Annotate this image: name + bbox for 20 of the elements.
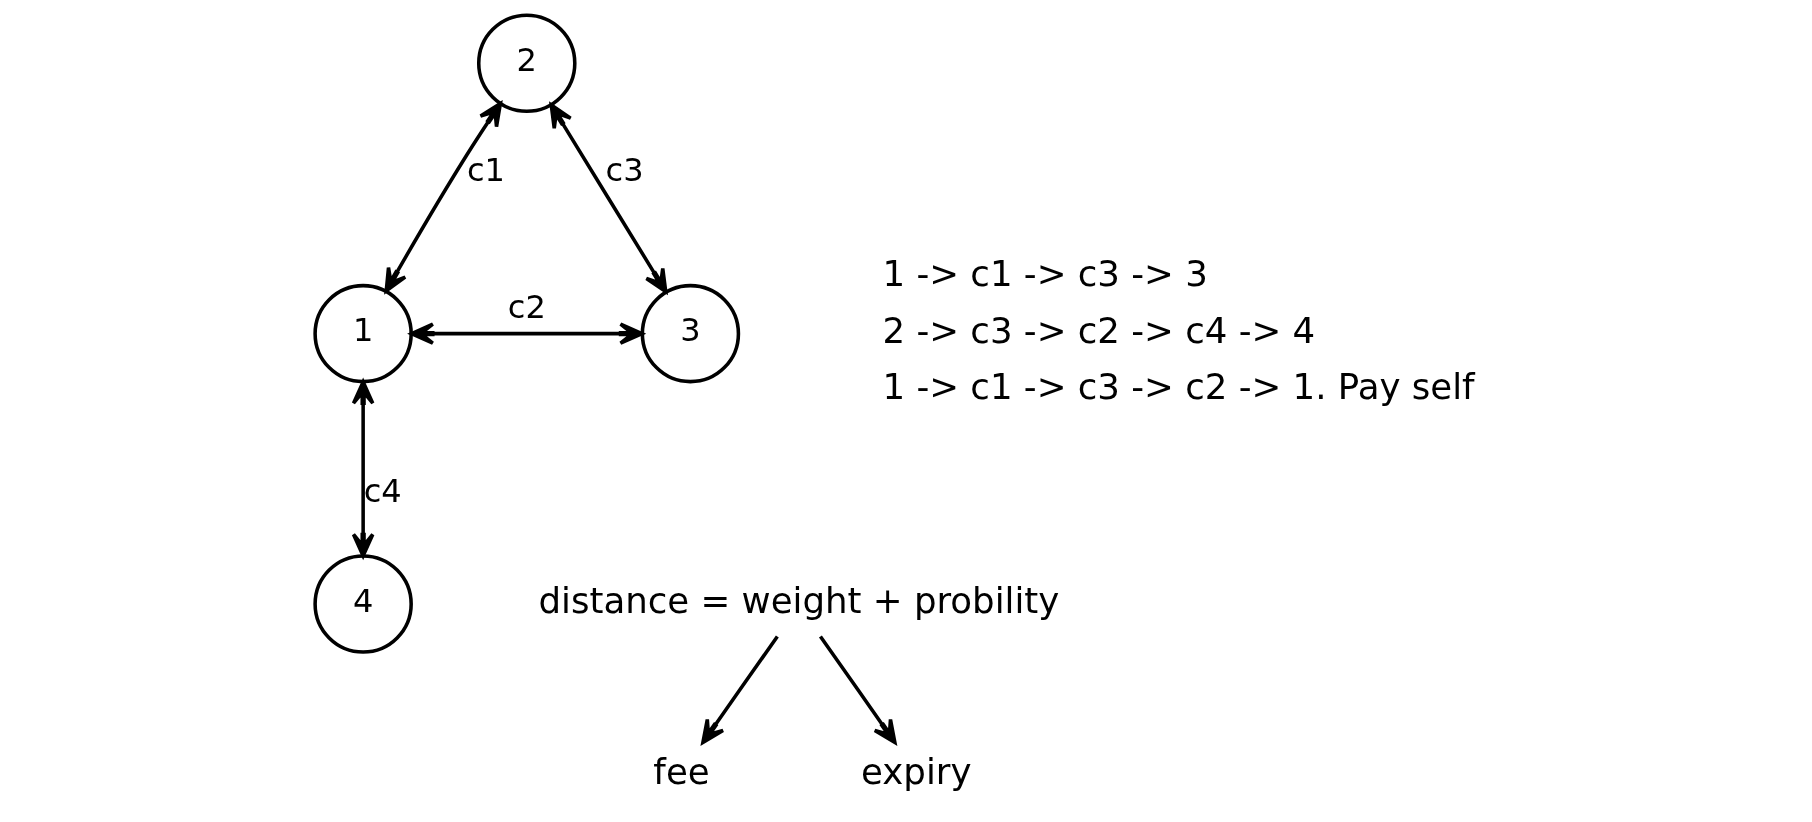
node-circle: 1 [312, 283, 413, 384]
arrow [383, 101, 502, 293]
edge-label: c2 [507, 288, 546, 327]
arrow [549, 103, 667, 294]
arrow [818, 635, 897, 745]
node-text: fee [652, 750, 710, 792]
label: 1 -> c1 -> c3 -> c2 -> 1. Pay self [881, 366, 1475, 408]
arrow [409, 322, 644, 345]
edge-label: c1 [466, 151, 505, 190]
label: 2 -> c3 -> c2 -> c4 -> 4 [881, 309, 1315, 351]
node-text: distance = weight + probility [538, 579, 1059, 621]
node-circle: 4 [312, 554, 413, 654]
arrow [700, 635, 779, 745]
node-circle: 2 [476, 13, 577, 114]
label: 1 -> c1 -> c3 -> 3 [881, 252, 1208, 294]
node-text: expiry [860, 750, 971, 792]
node-circle: 3 [640, 283, 740, 384]
edge-label: c4 [363, 471, 402, 510]
edge-label: c3 [605, 151, 644, 190]
arrow [351, 380, 374, 558]
